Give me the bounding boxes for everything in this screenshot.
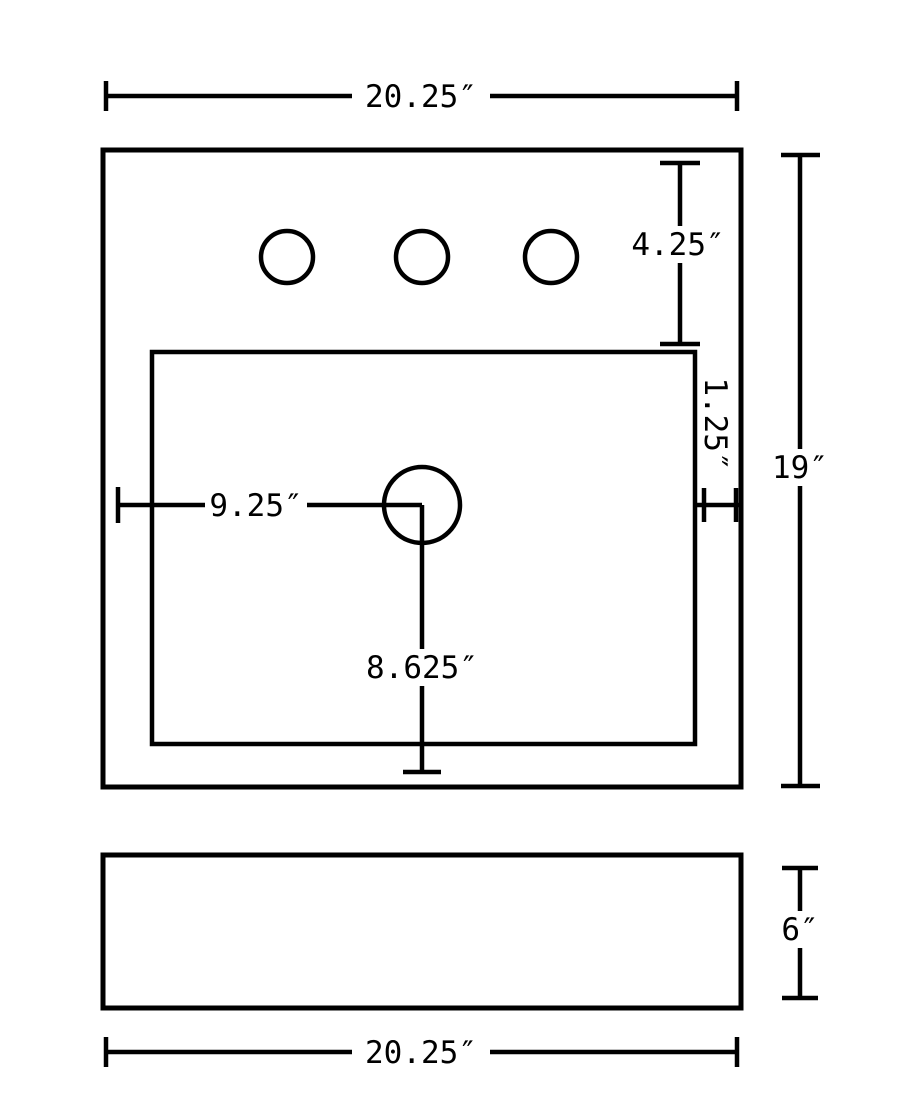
faucet-hole-right xyxy=(522,228,580,286)
dim-faucet-offset-label-bg xyxy=(628,226,728,263)
faucet-hole-left xyxy=(258,228,316,286)
dim-drain-bottom-label: 8.625″ xyxy=(366,650,478,686)
dim-side-height-label-bg xyxy=(775,911,825,948)
dim-bottom-width-label-bg xyxy=(352,1034,490,1071)
dimension-labels: 20.25″ 4.25″ 1.25″ 19″ 9.25″ 8.625″ 6″ 2… xyxy=(209,79,828,1071)
top-view-outer-outline xyxy=(100,147,744,790)
dim-rim-inset-label: 1.25″ xyxy=(697,377,733,470)
dim-drain-bottom-label-bg xyxy=(354,649,490,686)
faucet-hole-center xyxy=(393,228,451,286)
dim-top-width-label: 20.25″ xyxy=(365,79,477,115)
side-view-outline xyxy=(100,852,744,1011)
dim-depth-label-bg xyxy=(767,449,833,486)
dim-top-width-label-bg xyxy=(352,78,490,115)
dim-faucet-offset-label: 4.25″ xyxy=(631,227,724,263)
dim-side-height-label: 6″ xyxy=(781,912,818,948)
dim-drain-left-label-bg xyxy=(205,487,307,524)
dim-bottom-width-label: 20.25″ xyxy=(365,1035,477,1071)
dim-depth-label: 19″ xyxy=(772,450,828,486)
label-backgrounds xyxy=(205,78,833,1071)
dim-drain-left-label: 9.25″ xyxy=(209,488,302,524)
